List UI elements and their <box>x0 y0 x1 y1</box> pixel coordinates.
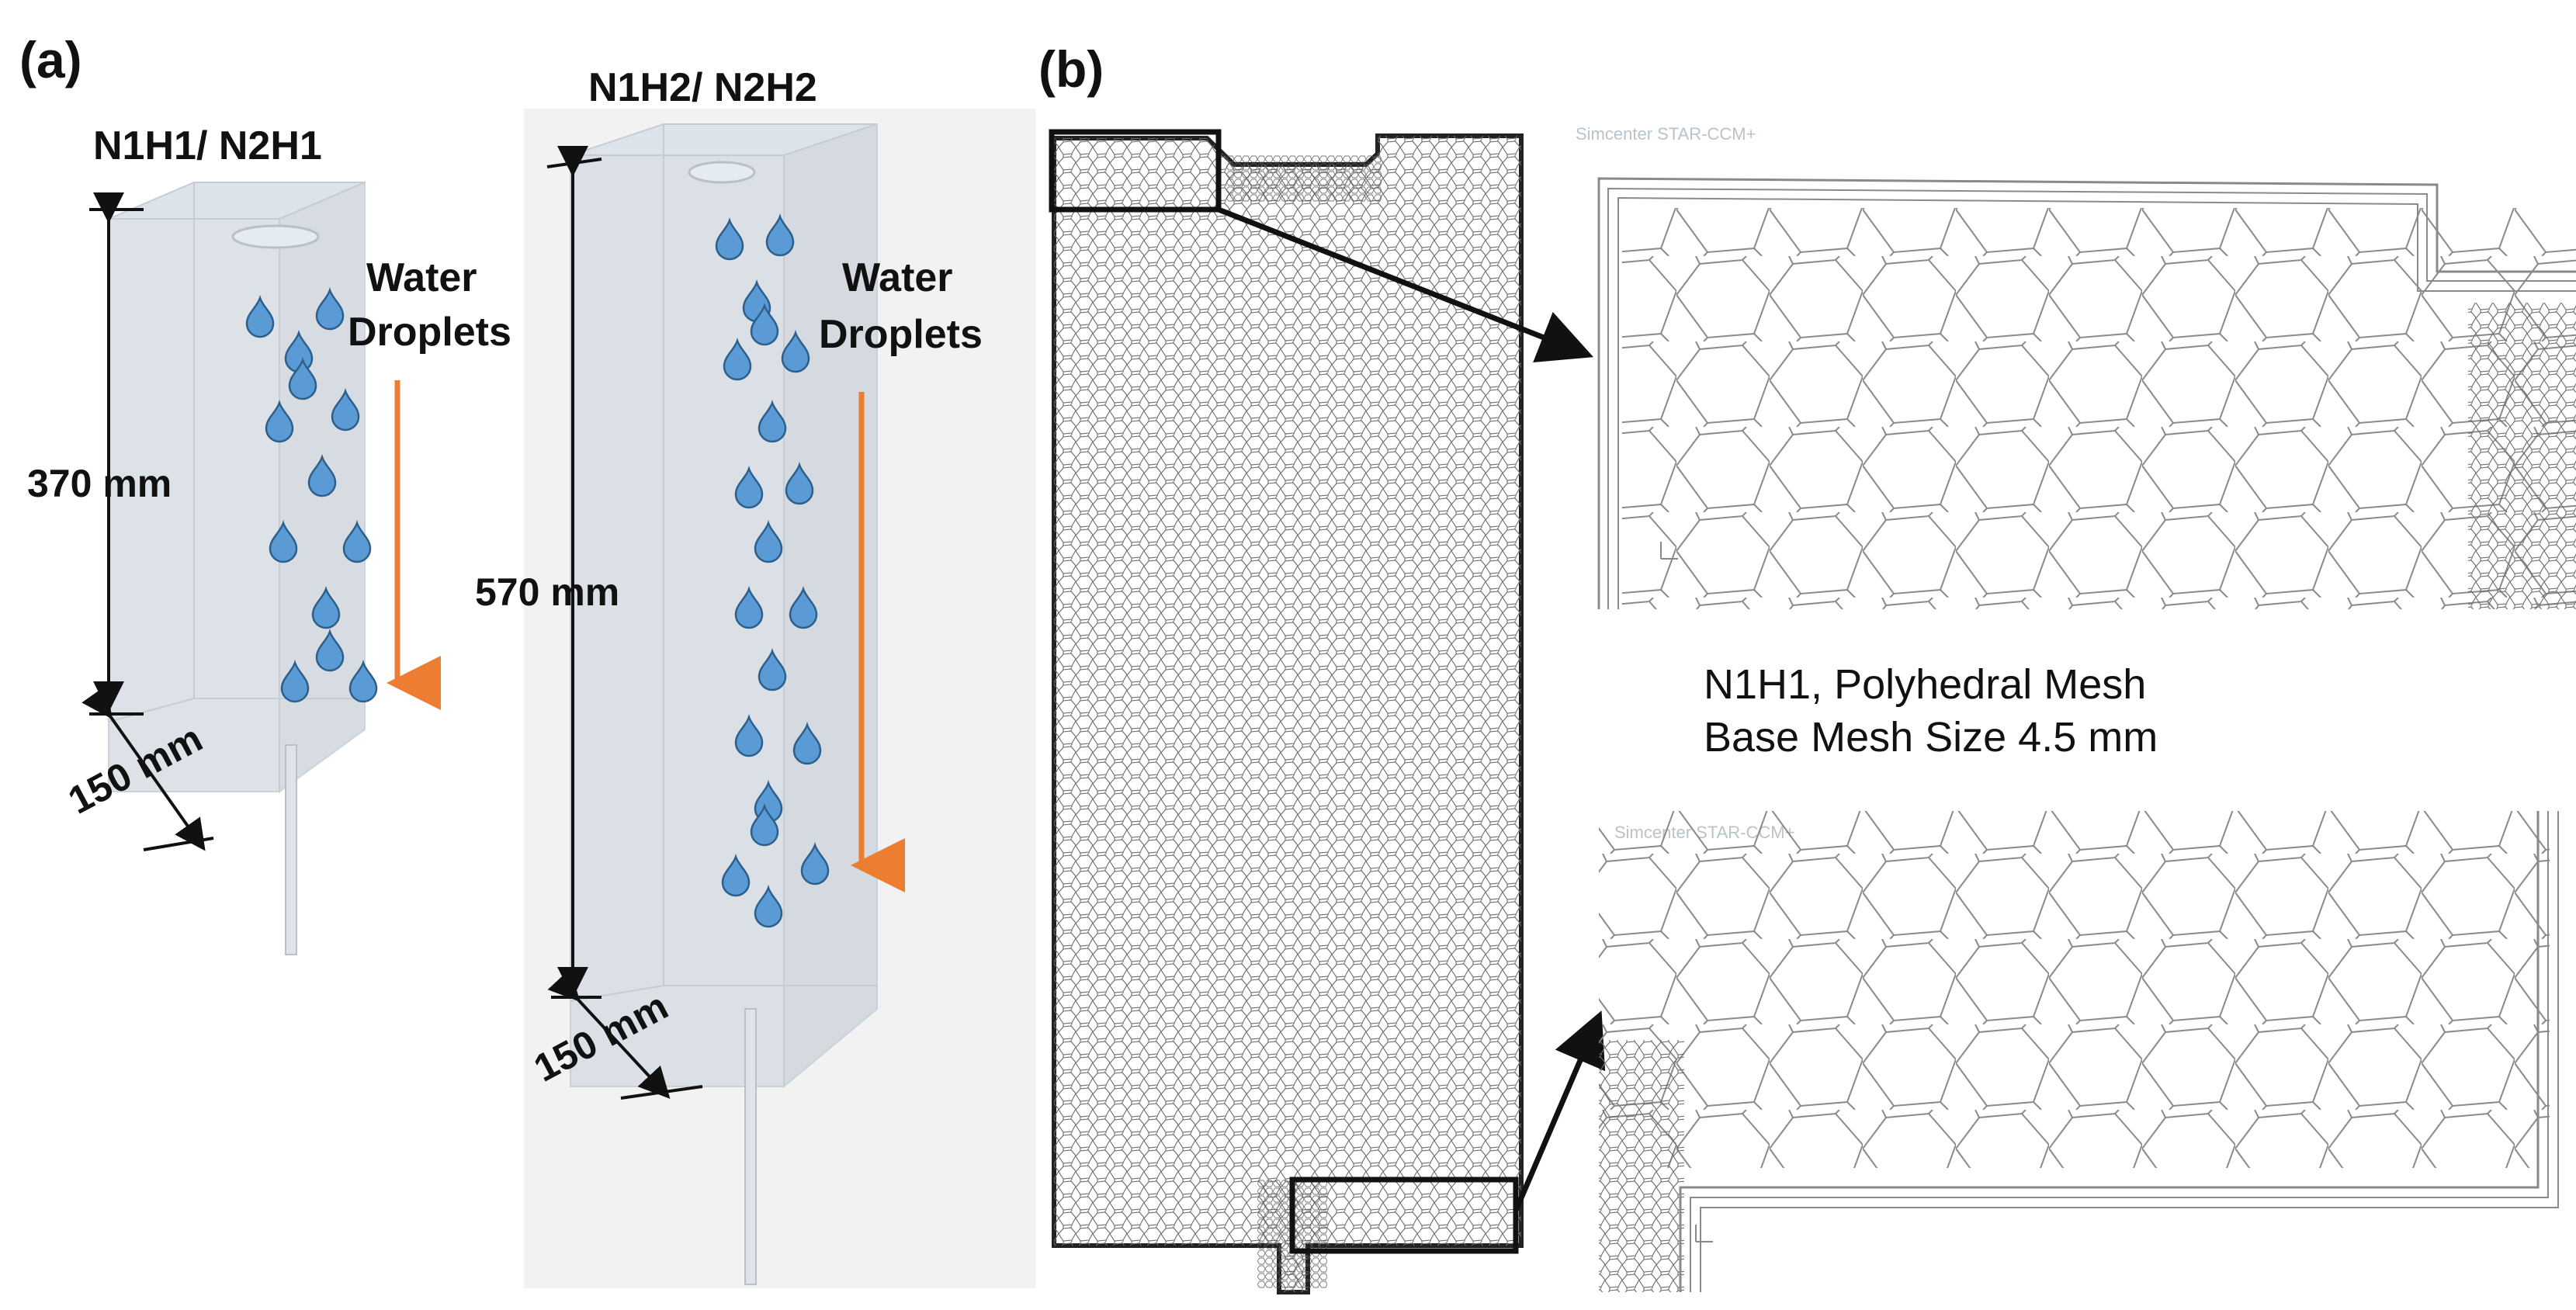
axis-triad-bottom <box>1695 1225 1713 1242</box>
mesh-domain <box>1049 129 1606 1294</box>
water-droplet-icon <box>750 803 779 847</box>
right-height-label: 570 mm <box>475 570 619 614</box>
water-droplet-icon <box>734 466 764 509</box>
left-box-model: N1H1/ N2H1 <box>93 123 366 955</box>
water-droplet-icon <box>754 520 783 563</box>
mesh-caption-line1: N1H1, Polyhedral Mesh <box>1704 661 2146 708</box>
zoom-arrow-top <box>1217 206 1594 363</box>
water-droplet-icon <box>754 885 783 928</box>
watermark-top: Simcenter STAR-CCM+ <box>1576 124 1756 144</box>
water-droplet-icon <box>280 660 310 703</box>
water-droplet-icon <box>758 648 787 691</box>
water-droplet-icon <box>734 714 764 757</box>
water-droplet-icon <box>792 722 822 765</box>
water-droplet-icon <box>315 287 345 331</box>
water-droplet-icon <box>785 462 814 505</box>
left-droplet-label-line2: Droplets <box>348 310 511 355</box>
zoom-view-bottom: Simcenter STAR-CCM+ <box>1599 811 2559 1292</box>
left-droplet-label-line1: Water <box>366 255 477 300</box>
water-droplet-icon <box>800 842 830 885</box>
water-droplet-icon <box>721 854 751 897</box>
mesh-caption-line2: Base Mesh Size 4.5 mm <box>1704 714 2158 761</box>
water-droplet-icon <box>348 660 378 703</box>
water-droplet-icon <box>342 520 372 563</box>
right-model-title: N1H2/ N2H2 <box>588 65 817 110</box>
water-droplet-icon <box>789 586 818 629</box>
left-model-title: N1H1/ N2H1 <box>93 123 322 168</box>
water-droplet-icon <box>307 454 337 497</box>
water-droplet-icon <box>781 330 810 373</box>
water-droplet-icon <box>315 629 345 672</box>
water-droplet-icon <box>269 520 298 563</box>
water-droplet-icon <box>245 295 275 338</box>
right-droplet-label-line2: Droplets <box>819 312 983 357</box>
water-droplet-icon <box>750 303 779 346</box>
zoom-arrow-bottom <box>1513 1010 1606 1212</box>
water-droplet-icon <box>288 357 317 400</box>
panel-b-label: (b) <box>1038 40 1104 98</box>
right-droplets <box>715 213 830 928</box>
water-droplet-icon <box>723 338 752 381</box>
water-droplet-icon <box>734 586 764 629</box>
water-droplet-icon <box>715 217 744 261</box>
zoom-view-top: Simcenter STAR-CCM+ <box>1576 124 2576 609</box>
axis-triad-top <box>1660 542 1678 560</box>
panel-a-label: (a) <box>19 31 82 88</box>
water-droplet-icon <box>311 586 341 629</box>
right-droplet-label-line1: Water <box>842 255 953 300</box>
water-droplet-icon <box>331 388 360 431</box>
left-droplets <box>245 287 378 703</box>
left-height-label: 370 mm <box>27 462 172 505</box>
water-droplet-icon <box>265 400 294 443</box>
zoom-box-bottom <box>1289 1177 1519 1254</box>
water-droplet-icon <box>758 400 787 443</box>
zoom-box-top <box>1049 129 1222 213</box>
water-droplet-icon <box>765 213 795 257</box>
